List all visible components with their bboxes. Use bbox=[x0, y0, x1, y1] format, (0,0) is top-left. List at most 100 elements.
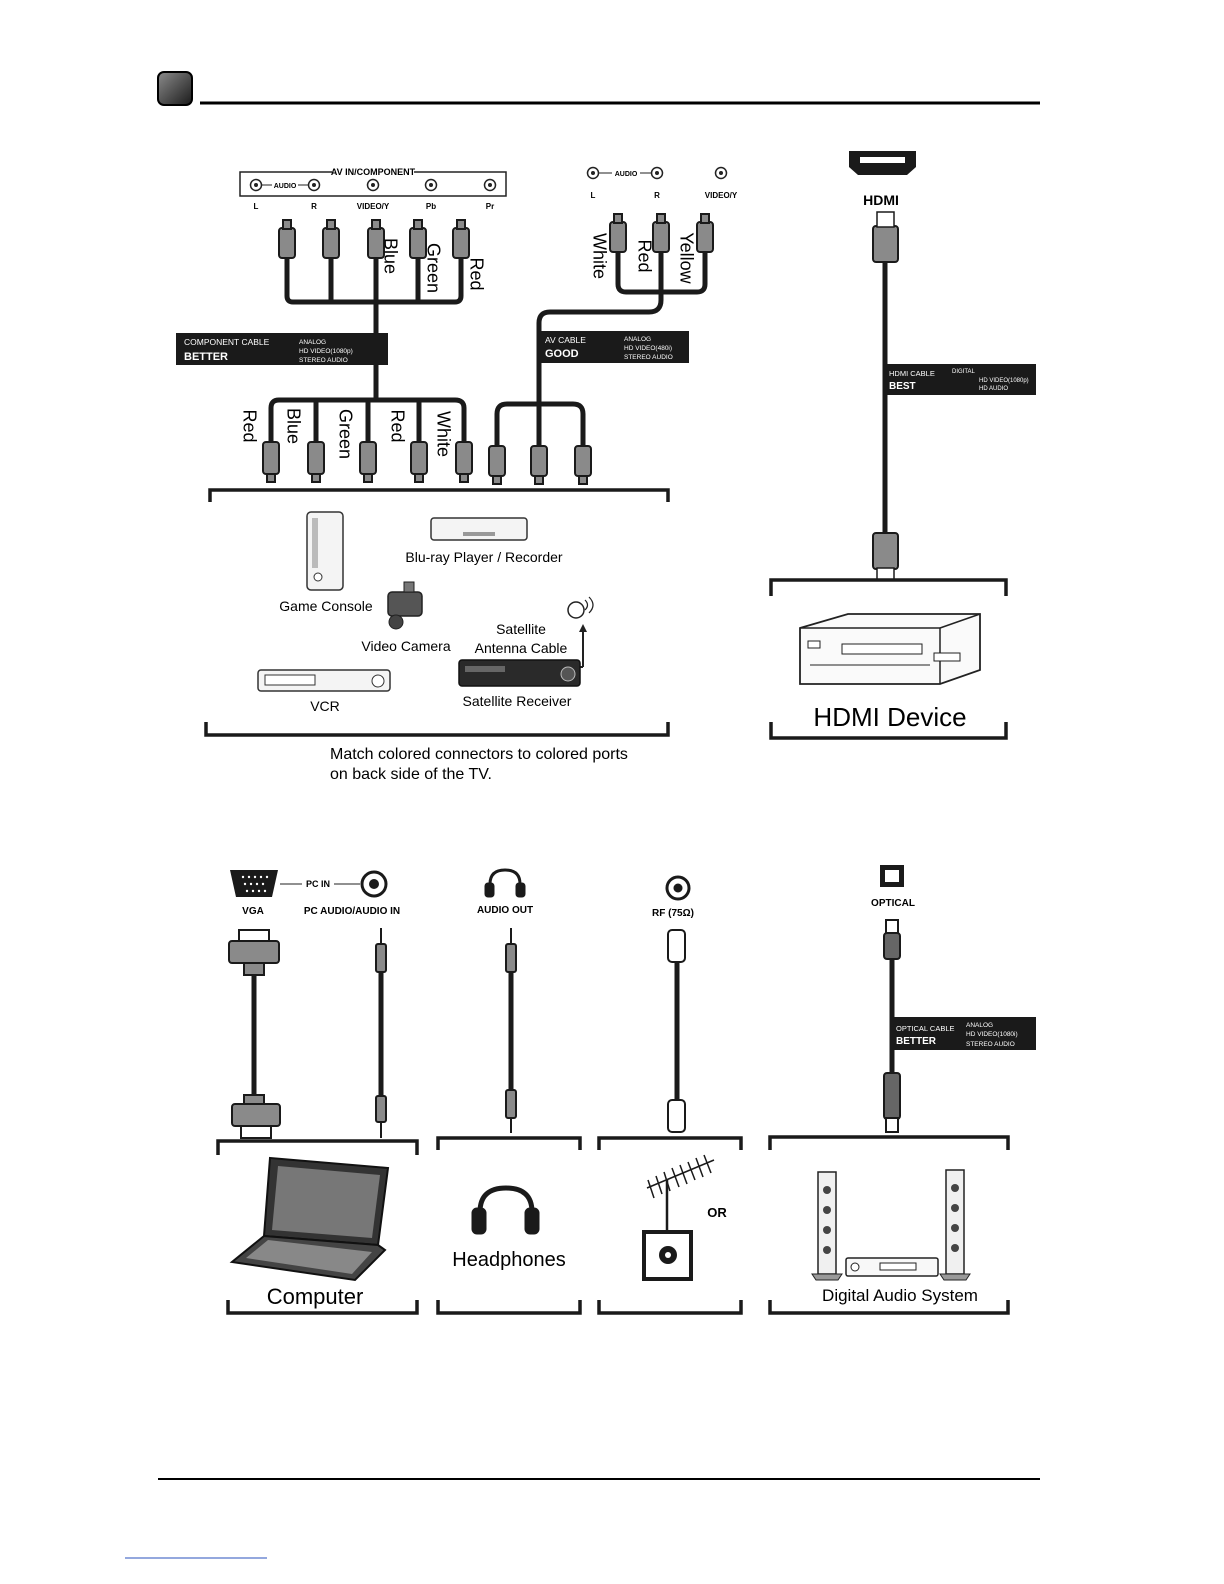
computer-label: Computer bbox=[267, 1284, 364, 1309]
svg-text:HD VIDEO(1080i): HD VIDEO(1080i) bbox=[966, 1031, 1018, 1038]
component-bottom-plugs bbox=[262, 441, 473, 483]
digital-audio-label: Digital Audio System bbox=[822, 1286, 978, 1305]
port-label-r: R bbox=[311, 202, 317, 211]
or-label: OR bbox=[707, 1205, 727, 1220]
port-label-video: VIDEO/Y bbox=[357, 202, 390, 211]
video-camera-icon bbox=[387, 581, 423, 630]
plug-color-red: Red bbox=[466, 257, 486, 290]
av-port-video: VIDEO/Y bbox=[705, 191, 738, 200]
svg-text:COMPONENT CABLE: COMPONENT CABLE bbox=[184, 337, 270, 347]
satellite-receiver-label: Satellite Receiver bbox=[463, 693, 572, 709]
headphones-icon bbox=[471, 1185, 540, 1235]
pc-audio-label: PC AUDIO/AUDIO IN bbox=[304, 906, 400, 917]
port-label-pr: Pr bbox=[486, 202, 494, 211]
rf-cable bbox=[667, 929, 686, 1133]
av-color-yellow: Yellow bbox=[676, 232, 696, 284]
game-console-icon bbox=[306, 511, 344, 591]
laptop-icon bbox=[229, 1156, 390, 1282]
plug-color-blue: Blue bbox=[380, 238, 400, 274]
svg-text:BETTER: BETTER bbox=[184, 351, 228, 363]
svg-text:HDMI CABLE: HDMI CABLE bbox=[889, 369, 935, 378]
speaker-left-icon bbox=[811, 1171, 843, 1281]
av-color-red: Red bbox=[634, 239, 654, 272]
antenna-cable-label: Antenna Cable bbox=[475, 640, 568, 656]
svg-text:HD VIDEO(480i): HD VIDEO(480i) bbox=[624, 345, 672, 352]
av-audio-label: AUDIO bbox=[615, 171, 638, 178]
svg-text:DIGITAL: DIGITAL bbox=[952, 369, 976, 375]
svg-text:ANALOG: ANALOG bbox=[624, 336, 651, 343]
svg-text:ANALOG: ANALOG bbox=[299, 339, 326, 346]
wall-outlet-icon bbox=[642, 1230, 693, 1281]
hdmi-port-label: HDMI bbox=[863, 192, 899, 208]
optical-cable-badge: OPTICAL CABLE BETTER ANALOG HD VIDEO(108… bbox=[893, 1017, 1036, 1050]
bottom-color-green: Green bbox=[335, 409, 355, 459]
bottom-color-red: Red bbox=[239, 409, 259, 442]
hdmi-device-label: HDMI Device bbox=[813, 702, 966, 732]
bluray-player-icon bbox=[430, 517, 528, 541]
port-label-pb: Pb bbox=[426, 202, 436, 211]
pc-audio-jack-icon bbox=[360, 870, 388, 898]
component-cable-badge: COMPONENT CABLE BETTER ANALOG HD VIDEO(1… bbox=[176, 333, 388, 365]
optical-cable bbox=[883, 919, 901, 1133]
speaker-right-icon bbox=[939, 1169, 971, 1281]
port-label-l: L bbox=[254, 202, 259, 211]
av-port-r: R bbox=[654, 191, 660, 200]
svg-text:OPTICAL CABLE: OPTICAL CABLE bbox=[896, 1024, 955, 1033]
game-console-label: Game Console bbox=[279, 598, 373, 614]
vcr-label: VCR bbox=[310, 698, 340, 714]
group-brackets bbox=[204, 488, 1010, 1315]
headphones-port-icon bbox=[484, 868, 526, 898]
svg-text:BETTER: BETTER bbox=[896, 1036, 937, 1047]
svg-text:STEREO AUDIO: STEREO AUDIO bbox=[624, 354, 673, 361]
av-cable-badge: AV CABLE GOOD ANALOG HD VIDEO(480i) STER… bbox=[538, 331, 689, 363]
component-panel-title: AV IN/COMPONENT bbox=[331, 167, 416, 177]
hdmi-cable-badge: HDMI CABLE BEST DIGITAL HD VIDEO(1080p) … bbox=[886, 364, 1036, 395]
hdmi-port-icon bbox=[849, 151, 916, 175]
satellite-label: Satellite bbox=[496, 621, 546, 637]
svg-text:BEST: BEST bbox=[889, 381, 916, 392]
svg-text:HD VIDEO(1080p): HD VIDEO(1080p) bbox=[299, 348, 353, 355]
bottom-color-blue: Blue bbox=[283, 408, 303, 444]
section-marker-icon bbox=[157, 71, 193, 106]
audio-out-label: AUDIO OUT bbox=[477, 905, 533, 916]
video-camera-label: Video Camera bbox=[361, 638, 450, 654]
vga-port-icon bbox=[230, 870, 278, 897]
audio-label: AUDIO bbox=[274, 183, 297, 190]
bottom-color-red-2: Red bbox=[387, 409, 407, 442]
vga-cable bbox=[228, 929, 281, 1139]
satellite-dish-icon bbox=[567, 596, 594, 668]
pc-in-label: PC IN bbox=[306, 879, 330, 889]
instruction-line-2: on back side of the TV. bbox=[330, 766, 492, 783]
satellite-receiver-icon bbox=[458, 659, 581, 687]
av-color-white: White bbox=[589, 233, 609, 279]
antenna-icon bbox=[646, 1154, 715, 1232]
av-cable bbox=[494, 252, 708, 446]
av-input-panel: AUDIO L R VIDEO/Y bbox=[586, 166, 738, 200]
svg-text:AV CABLE: AV CABLE bbox=[545, 335, 586, 345]
component-top-plugs bbox=[278, 219, 470, 259]
av-bottom-plugs bbox=[488, 445, 592, 485]
svg-text:STEREO AUDIO: STEREO AUDIO bbox=[966, 1041, 1015, 1048]
optical-port-icon bbox=[880, 865, 904, 887]
svg-text:ANALOG: ANALOG bbox=[966, 1022, 993, 1029]
component-input-panel: AV IN/COMPONENT AUDIO L R VIDEO/Y Pb Pr bbox=[239, 166, 507, 211]
av-top-plugs bbox=[609, 213, 714, 253]
bluray-label: Blu-ray Player / Recorder bbox=[405, 549, 563, 565]
instruction-line-1: Match colored connectors to colored port… bbox=[330, 746, 628, 763]
bottom-color-white: White bbox=[433, 411, 453, 457]
hdmi-device-icon bbox=[799, 613, 981, 685]
vga-label: VGA bbox=[242, 906, 264, 917]
svg-text:GOOD: GOOD bbox=[545, 348, 579, 360]
plug-color-green: Green bbox=[423, 243, 443, 293]
svg-text:STEREO AUDIO: STEREO AUDIO bbox=[299, 357, 348, 364]
headphone-cable bbox=[505, 928, 517, 1133]
vcr-icon bbox=[257, 669, 391, 692]
svg-text:HD AUDIO: HD AUDIO bbox=[979, 386, 1008, 392]
hdmi-cable bbox=[872, 211, 899, 581]
audio-receiver-icon bbox=[845, 1257, 939, 1277]
audio-cable-pc bbox=[375, 928, 387, 1138]
optical-label: OPTICAL bbox=[871, 898, 915, 909]
av-port-l: L bbox=[591, 191, 596, 200]
rf-label: RF (75Ω) bbox=[652, 908, 694, 919]
